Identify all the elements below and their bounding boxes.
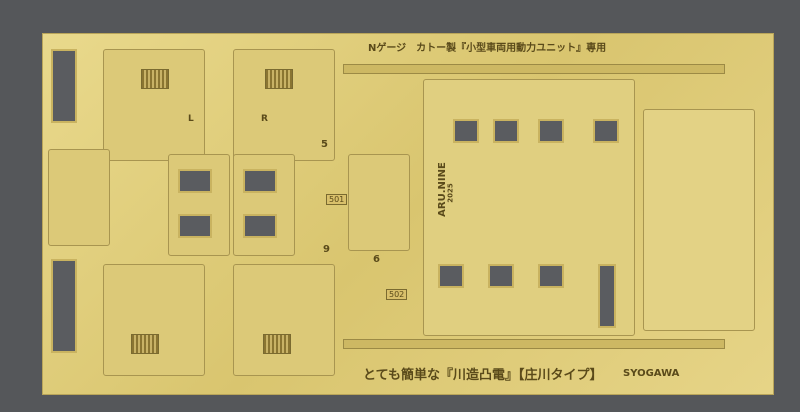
side-part [348, 154, 410, 251]
bottom-title: とても簡単な『川造凸電』【庄川タイプ】 [363, 368, 603, 383]
grill [131, 334, 159, 354]
window [538, 264, 564, 288]
number-9: 9 [323, 244, 330, 255]
body-panel [233, 264, 335, 376]
window [538, 119, 564, 143]
cutout [51, 49, 77, 123]
window [488, 264, 514, 288]
body-panel [103, 264, 205, 376]
top-rail [343, 64, 725, 74]
grill [265, 69, 293, 89]
bottom-rail [343, 339, 725, 349]
window [178, 169, 212, 193]
window [178, 214, 212, 238]
part-number: 502 [386, 289, 408, 300]
side-part [48, 149, 110, 246]
grill [263, 334, 291, 354]
window [453, 119, 479, 143]
body-panel [103, 49, 205, 161]
window [593, 119, 619, 143]
grill [141, 69, 169, 89]
label-l: L [188, 114, 194, 124]
window [243, 214, 277, 238]
label-r: R [261, 114, 268, 124]
window [243, 169, 277, 193]
year-mark: 2025 [446, 183, 455, 203]
window [438, 264, 464, 288]
window [493, 119, 519, 143]
roof-panel [643, 109, 755, 331]
body-panel [233, 49, 335, 161]
etched-brass-sheet: Nゲージ カトー製『小型車両用動力ユニット』専用 とても簡単な『川造凸電』【庄川… [42, 33, 774, 395]
number-5: 5 [321, 139, 328, 150]
brand-label: SYOGAWA [623, 368, 680, 379]
door-opening [598, 264, 616, 328]
part-number: 501 [326, 194, 348, 205]
number-6: 6 [373, 254, 380, 265]
top-title: Nゲージ カトー製『小型車両用動力ユニット』専用 [368, 43, 607, 54]
cutout [51, 259, 77, 353]
